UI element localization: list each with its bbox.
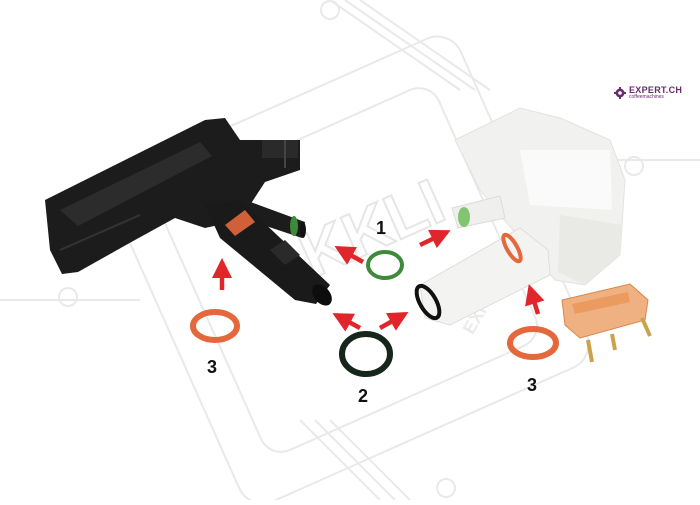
brand-logo: EXPERT.CH coffeemachines [614, 86, 682, 100]
callout-2: 2 [358, 386, 369, 406]
arrow-1-left [334, 246, 365, 265]
arrow-2-left [332, 313, 362, 332]
callout-1: 1 [376, 218, 387, 238]
callout-3-right: 3 [527, 375, 538, 395]
callout-3-left: 3 [207, 357, 218, 377]
black-holder-part [45, 118, 332, 306]
logo-brand-text: EXPERT.CH [629, 85, 683, 95]
gear-logo-icon [614, 87, 626, 99]
arrow-2-right [378, 312, 409, 331]
oring-3-red-right [507, 326, 559, 360]
oring-3-red-left [190, 309, 240, 343]
arrow-1-right [419, 229, 451, 249]
white-connector-part [414, 107, 626, 326]
logo-tagline: coffeemachines [629, 94, 664, 100]
oring-2-dark [339, 331, 393, 377]
arrow-3-right [525, 284, 545, 315]
microswitch-part [561, 283, 652, 363]
oring-1-green [366, 250, 404, 280]
arrows [211, 229, 545, 332]
